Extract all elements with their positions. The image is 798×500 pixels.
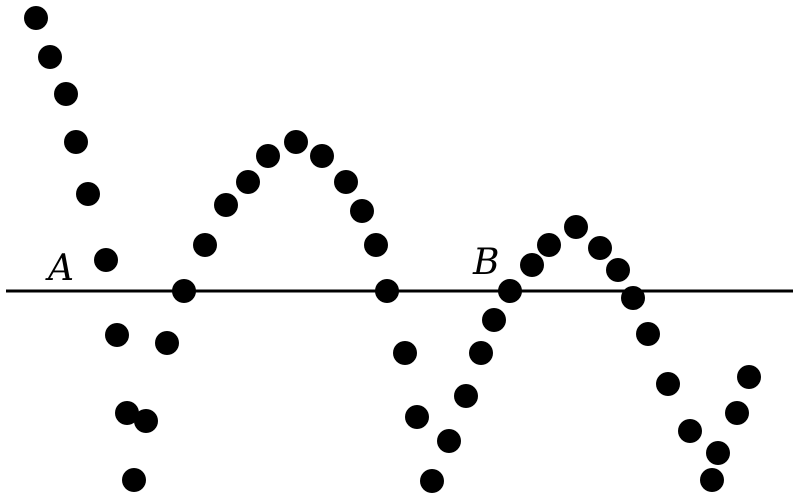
trail-dot xyxy=(537,233,561,257)
trail-dot xyxy=(606,258,630,282)
trail-dot xyxy=(115,401,139,425)
trail-dot xyxy=(405,405,429,429)
trail-dot xyxy=(122,468,146,492)
trail-dot xyxy=(678,419,702,443)
trail-dot xyxy=(24,6,48,30)
trail-dot xyxy=(420,469,444,493)
trail-dot xyxy=(737,365,761,389)
trail-dot xyxy=(393,341,417,365)
trail-dot xyxy=(482,308,506,332)
trail-dot xyxy=(437,429,461,453)
trail-dot xyxy=(375,279,399,303)
trail-dot xyxy=(498,279,522,303)
trail-dot xyxy=(64,130,88,154)
trail-dot xyxy=(38,45,62,69)
trail-dot xyxy=(564,215,588,239)
trail-dot xyxy=(172,279,196,303)
trail-dot xyxy=(334,170,358,194)
dot-trail xyxy=(24,6,761,493)
trail-dot xyxy=(284,130,308,154)
trail-dot xyxy=(134,409,158,433)
trail-dot xyxy=(236,170,260,194)
trail-dot xyxy=(700,468,724,492)
trail-dot xyxy=(155,331,179,355)
trail-dot xyxy=(454,384,478,408)
trail-dot xyxy=(350,199,374,223)
point-label-a: A xyxy=(45,248,74,289)
trail-dot xyxy=(214,193,238,217)
trail-dot xyxy=(656,372,680,396)
trail-dot xyxy=(94,248,118,272)
trail-dot xyxy=(725,401,749,425)
trail-dot xyxy=(76,182,100,206)
trail-dot xyxy=(520,253,544,277)
trail-dot xyxy=(364,233,388,257)
trail-dot xyxy=(256,144,280,168)
trail-dot xyxy=(588,236,612,260)
trail-dot xyxy=(636,322,660,346)
trail-dot xyxy=(469,341,493,365)
trail-dot xyxy=(621,286,645,310)
trail-dot xyxy=(105,323,129,347)
trail-dot xyxy=(706,441,730,465)
trail-dot xyxy=(310,144,334,168)
trail-dot xyxy=(54,82,78,106)
point-label-b: B xyxy=(472,242,499,283)
trail-dot xyxy=(193,233,217,257)
